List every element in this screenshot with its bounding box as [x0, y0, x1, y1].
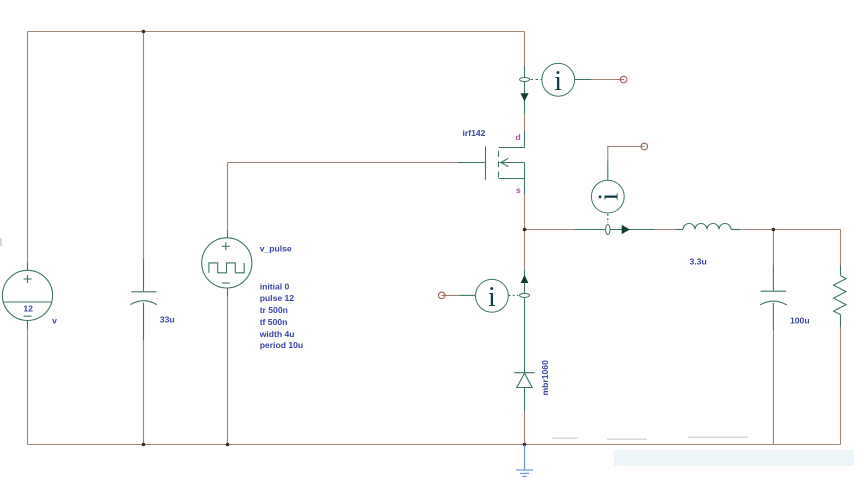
svg-text:100u: 100u — [790, 316, 810, 326]
svg-text:3.3u: 3.3u — [690, 257, 707, 267]
svg-text:i: i — [554, 66, 562, 97]
svg-text:irf142: irf142 — [463, 128, 486, 138]
svg-text:period 10u: period 10u — [260, 340, 303, 350]
svg-text:v: v — [52, 316, 57, 326]
svg-text:width 4u: width 4u — [259, 329, 295, 339]
svg-text:33u: 33u — [160, 315, 175, 325]
svg-text:pulse 12: pulse 12 — [260, 293, 295, 303]
svg-text:i: i — [594, 192, 625, 200]
svg-text:tf 500n: tf 500n — [260, 317, 288, 327]
svg-text:s: s — [516, 185, 521, 195]
svg-text:tr 500n: tr 500n — [260, 305, 288, 315]
svg-text:d: d — [516, 132, 521, 142]
svg-text:i: i — [488, 282, 496, 313]
svg-text:mbr1060: mbr1060 — [540, 360, 550, 396]
svg-text:12: 12 — [23, 304, 33, 314]
svg-text:initial 0: initial 0 — [260, 282, 290, 292]
svg-text:v_pulse: v_pulse — [260, 244, 292, 254]
